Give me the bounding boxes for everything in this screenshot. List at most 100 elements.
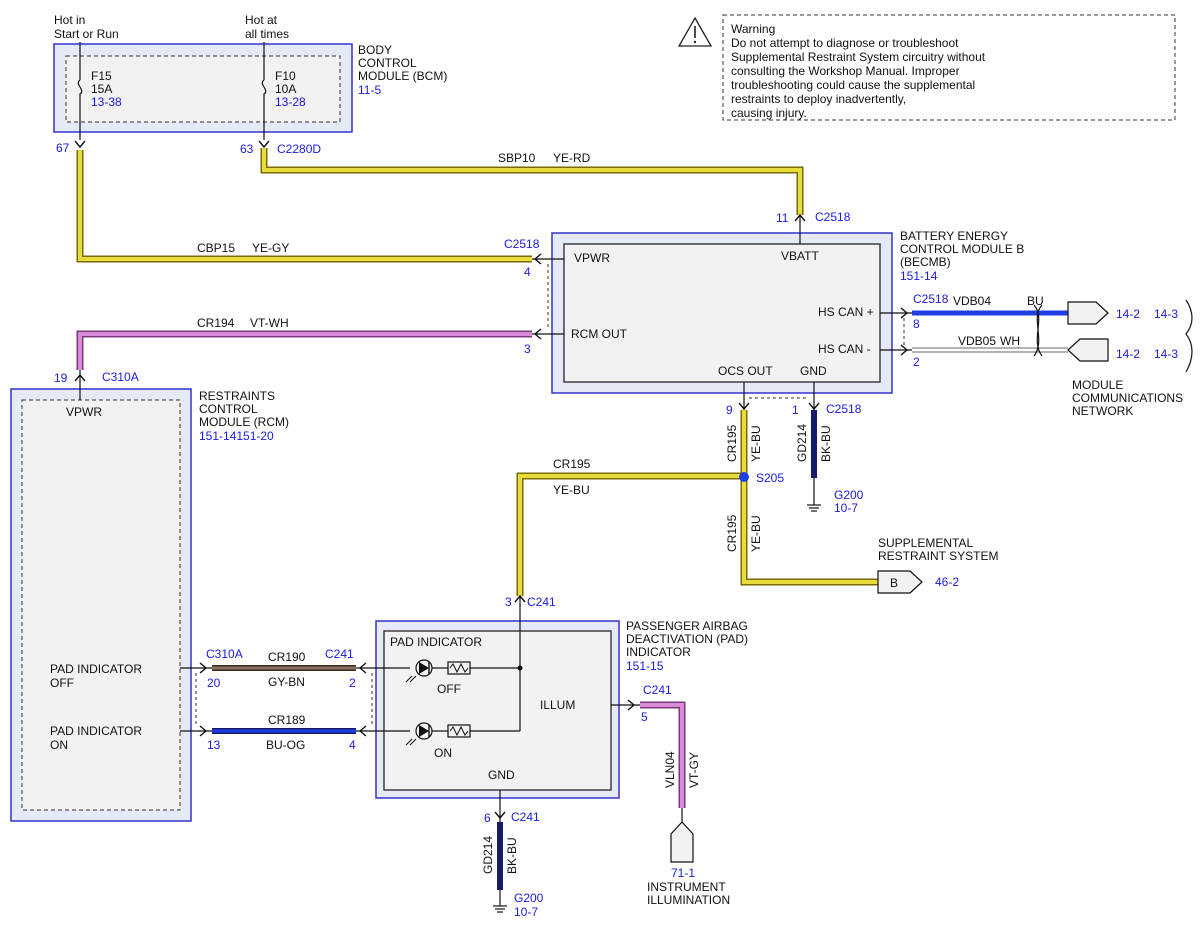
- pad-name-3: INDICATOR: [626, 645, 691, 659]
- pad-module: [375, 620, 620, 799]
- pad-connector-illum[interactable]: C241: [643, 683, 672, 697]
- pad-connector-top[interactable]: C241: [527, 595, 556, 609]
- pad-illum: ILLUM: [540, 698, 575, 712]
- fuse-f10-ref[interactable]: 13-28: [275, 95, 306, 109]
- cr195-h-color: YE-BU: [553, 483, 590, 497]
- warning-icon: [677, 16, 713, 47]
- vdb05-circuit: VDB05: [958, 334, 996, 348]
- rcm-pin-19: 19: [54, 371, 68, 385]
- vln04-circuit: VLN04: [663, 751, 677, 788]
- ground-low-ref[interactable]: 10-7: [514, 905, 538, 919]
- hot-always-line1: Hot at: [245, 13, 278, 27]
- becmb-pin-1: 1: [792, 403, 799, 417]
- rcm-pin13-arrow: [199, 725, 208, 737]
- rcm-pad-on-1: PAD INDICATOR: [50, 724, 142, 738]
- illumination-flag-icon[interactable]: [670, 821, 694, 863]
- ground-top-name[interactable]: G200: [834, 488, 864, 502]
- rcm-pin20-arrow: [199, 662, 208, 674]
- splice-s205: [739, 472, 749, 482]
- becmb-connector-right[interactable]: C2518: [913, 292, 949, 306]
- srs-line-2: RESTRAINT SYSTEM: [878, 549, 998, 563]
- can-plus-ref-b[interactable]: 14-3: [1154, 307, 1178, 321]
- becmb-pin2-arrow: [900, 344, 909, 356]
- can-plus-ref-a[interactable]: 14-2: [1116, 307, 1140, 321]
- bcm-pin67-arrow: [74, 140, 86, 149]
- ground-low-name[interactable]: G200: [514, 891, 544, 905]
- ground-top-icon: [807, 504, 821, 512]
- cr195-h-circuit: CR195: [553, 457, 591, 471]
- hot-always-line2: all times: [245, 27, 289, 41]
- becmb-pin11-arrow: [794, 213, 806, 222]
- becmb-connector-bottom[interactable]: C2518: [826, 402, 862, 416]
- rcm-module: [10, 388, 192, 822]
- srs-letter: B: [890, 576, 898, 590]
- warning-title: Warning: [731, 22, 775, 36]
- becmb-vpwr: VPWR: [574, 251, 610, 265]
- becmb-connector-left[interactable]: C2518: [504, 237, 540, 251]
- illumination-ref[interactable]: 71-1: [671, 866, 695, 880]
- warning-line-6: causing injury.: [731, 106, 807, 120]
- srs-flag-icon[interactable]: [877, 570, 923, 594]
- pad-connector-left[interactable]: C241: [325, 647, 354, 661]
- bcm-connector[interactable]: C2280D: [277, 142, 321, 156]
- rcm-pin-13: 13: [207, 738, 221, 752]
- network-brace-icon: [1185, 299, 1193, 373]
- cr189-circuit: CR189: [268, 713, 306, 727]
- pad-pin-6: 6: [484, 811, 491, 825]
- rcm-pin19-arrow: [74, 373, 86, 382]
- pad-name-2: DEACTIVATION (PAD): [626, 632, 748, 646]
- bcm-pin-63: 63: [240, 142, 254, 156]
- srs-ref[interactable]: 46-2: [935, 575, 959, 589]
- cr190-circuit: CR190: [268, 650, 306, 664]
- pad-ref[interactable]: 151-15: [626, 659, 664, 673]
- becmb-pin9-arrow: [738, 402, 750, 411]
- warning-line-4: troubleshooting could cause the suppleme…: [731, 78, 975, 92]
- cr195-lower-circuit: CR195: [725, 514, 739, 552]
- fuse-f15-rating: 15A: [91, 82, 112, 96]
- ground-top-ref[interactable]: 10-7: [834, 501, 858, 515]
- becmb-hs-can-minus: HS CAN -: [818, 342, 871, 356]
- wire-cr194: [76, 330, 532, 370]
- pad-on-label: ON: [434, 746, 452, 760]
- rcm-ref[interactable]: 151-14151-20: [199, 429, 274, 443]
- bcm-name-3: MODULE (BCM): [358, 69, 447, 83]
- rcm-connector-side[interactable]: C310A: [206, 647, 243, 661]
- becmb-connector-top[interactable]: C2518: [815, 210, 851, 224]
- can-minus-flag-icon[interactable]: [1067, 338, 1109, 362]
- fuse-f10-name: F10: [275, 69, 296, 83]
- becmb-pin-9: 9: [726, 403, 733, 417]
- resistor-off-icon: [447, 661, 471, 675]
- cr189-color: BU-OG: [266, 738, 305, 752]
- hot-start-run-line1: Hot in: [54, 13, 85, 27]
- becmb-gnd: GND: [800, 364, 827, 378]
- cr195-upper-circuit: CR195: [725, 424, 739, 462]
- twisted-pair-icon: [1033, 304, 1043, 357]
- splice-label[interactable]: S205: [756, 471, 784, 485]
- fuse-f15-name: F15: [91, 69, 112, 83]
- pad-name-1: PASSENGER AIRBAG: [626, 619, 748, 633]
- hot-start-run-line2: Start or Run: [54, 27, 119, 41]
- warning-box: Warning Do not attempt to diagnose or tr…: [677, 14, 1176, 121]
- cbp15-circuit: CBP15: [197, 241, 235, 255]
- network-line-1: MODULE: [1072, 378, 1123, 392]
- pad-connector-gnd[interactable]: C241: [511, 810, 540, 824]
- vdb04-circuit: VDB04: [953, 294, 991, 308]
- bcm-ref[interactable]: 11-5: [358, 83, 381, 97]
- becmb-ref[interactable]: 151-14: [900, 269, 938, 283]
- cr195-upper-color: YE-BU: [749, 425, 763, 462]
- led-on-icon: [405, 722, 433, 746]
- can-plus-flag-icon[interactable]: [1067, 301, 1109, 325]
- can-minus-ref-a[interactable]: 14-2: [1116, 347, 1140, 361]
- rcm-name-3: MODULE (RCM): [199, 415, 289, 429]
- rcm-connector-top[interactable]: C310A: [102, 370, 139, 384]
- becmb-name-3: (BECMB): [900, 255, 951, 269]
- becmb-name-2: CONTROL MODULE B: [900, 242, 1024, 256]
- becmb-name-1: BATTERY ENERGY: [900, 229, 1008, 243]
- cr190-color: GY-BN: [268, 675, 305, 689]
- fuse-f15-ref[interactable]: 13-38: [91, 95, 122, 109]
- can-minus-ref-b[interactable]: 14-3: [1154, 347, 1178, 361]
- becmb-pin-11: 11: [776, 211, 789, 225]
- sbp10-circuit: SBP10: [498, 151, 536, 165]
- wire-cbp15: [76, 150, 532, 263]
